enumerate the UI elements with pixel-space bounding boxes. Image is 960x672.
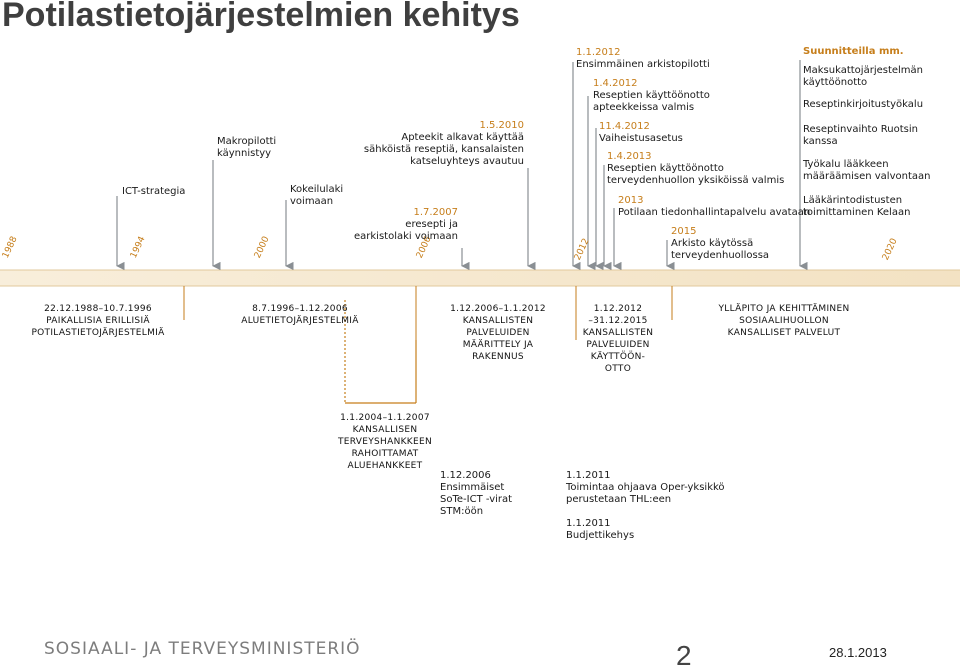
- event-tiedonhallinta: 2013 Potilaan tiedonhallintapalvelu avat…: [618, 195, 811, 218]
- sub-event-aluehankkeet: 1.1.2004–1.1.2007 Kansallisen terveyshan…: [337, 413, 433, 471]
- sub-event-budjettikehys: 1.1.2011 Budjettikehys: [566, 518, 635, 541]
- event-vaiheistusasetus: 11.4.2012 Vaiheistusasetus: [599, 121, 683, 144]
- event-reseptit-th: 1.4.2013 Reseptien käyttöönotto terveyde…: [607, 151, 785, 186]
- phase-regional-systems: 8.7.1996–1.12.2006 Aluetietojärjestelmiä: [241, 304, 359, 326]
- footer-date: 28.1.2013: [829, 645, 887, 660]
- planned-title: Suunnitteilla mm.: [803, 46, 904, 57]
- event-reseptit-apteekit: 1.4.2012 Reseptien käyttöönotto apteekke…: [593, 78, 710, 113]
- sub-event-sote-ict: 1.12.2006 Ensimmäiset SoTe-ICT -virat ST…: [440, 470, 513, 517]
- event-arkistopilotti: 1.1.2012 Ensimmäinen arkistopilotti: [576, 47, 710, 70]
- event-apteekit: 1.5.2010 Apteekit alkavat käyttää sähköi…: [363, 120, 524, 167]
- page-number: 2: [676, 640, 692, 671]
- sub-event-oper: 1.1.2011 Toimintaa ohjaava Oper-yksikkö …: [566, 470, 725, 505]
- phase-local-systems: 22.12.1988–10.7.1996 Paikallisia erillis…: [31, 304, 165, 338]
- event-arkisto: 2015 Arkisto käytössä terveydenhuollossa: [671, 226, 770, 261]
- ministry-logo: SOSIAALI- JA TERVEYSMINISTERIÖ: [44, 639, 361, 659]
- timeline-band: [0, 270, 960, 286]
- event-kokeilulaki: Kokeilulaki voimaan: [290, 184, 344, 207]
- event-ict-strategia: ICT-strategia: [122, 186, 186, 197]
- event-eresepti: 1.7.2007 eresepti ja earkistolaki voimaa…: [353, 207, 458, 242]
- phase-national-definition: 1.12.2006–1.1.2012 Kansallisten palvelui…: [450, 304, 546, 362]
- phase-maintenance: Ylläpito ja kehittäminen Sosiaalihuollon…: [718, 304, 850, 338]
- event-makropilotti: Makropilotti käynnistyy: [217, 136, 277, 159]
- planned-item: Reseptinkirjoitustyökalu: [803, 99, 924, 110]
- page-title: Potilastietojärjestelmien kehitys: [2, 0, 520, 34]
- phase-national-deployment: 1.12.2012 –31.12.2015 Kansallisten palve…: [582, 304, 654, 374]
